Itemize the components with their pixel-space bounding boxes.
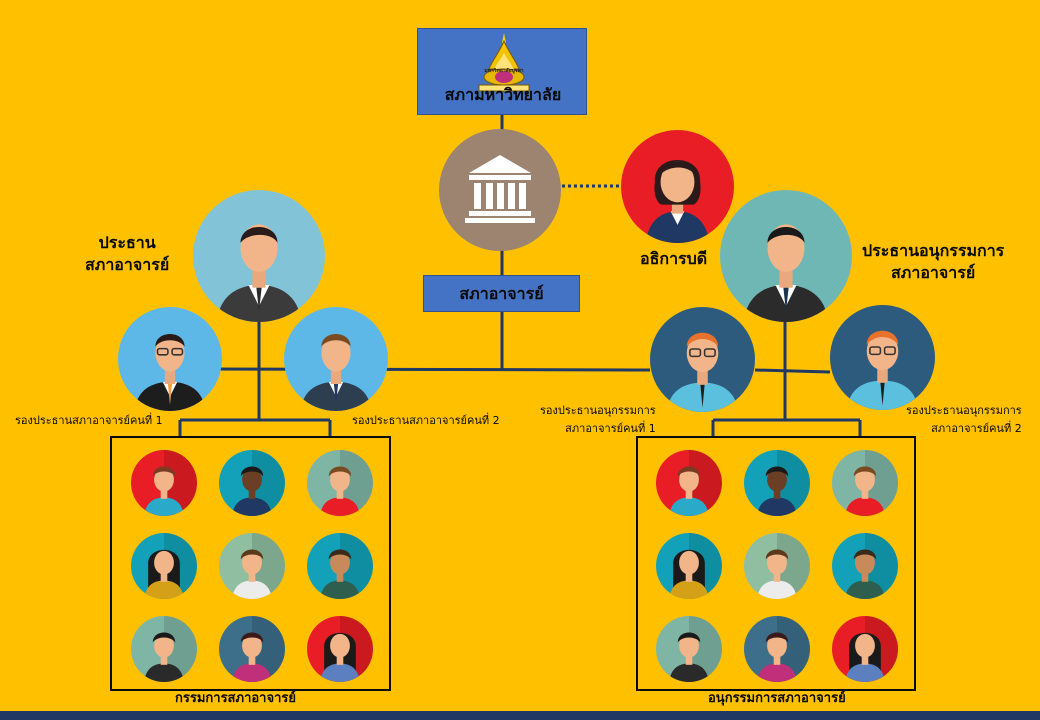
sub-vice-chair-1-label: รองประธานอนุกรรมการ สภาอาจารย์คนที่ 1 xyxy=(540,402,656,437)
committee-label: กรรมการสภาอาจารย์ xyxy=(175,691,296,706)
person-avatar-icon xyxy=(845,616,898,682)
committee-member-avatar xyxy=(219,450,285,516)
person-avatar-icon xyxy=(757,616,810,682)
university-box: มหาวิทยาลัยบูรพา สภามหาวิทยาลัย xyxy=(417,28,587,115)
subcommittee-member-avatar xyxy=(744,450,810,516)
committee-member-avatar xyxy=(307,533,373,599)
vice-chair-1-avatar xyxy=(118,307,222,411)
sub-vice-chair-2-line2: สภาอาจารย์คนที่ 2 xyxy=(931,421,1022,435)
sub-vice-chair-1-line2: สภาอาจารย์คนที่ 1 xyxy=(565,421,656,435)
council-title: สภาอาจารย์ xyxy=(459,284,544,303)
person-avatar-icon xyxy=(669,616,722,682)
subcommittee-chair-label-line1: ประธานอนุกรรมการ xyxy=(862,241,1005,260)
person-avatar-icon xyxy=(320,616,373,682)
chair-label-line1: ประธาน xyxy=(98,233,156,252)
council-box: สภาอาจารย์ xyxy=(423,275,580,312)
man-suit-avatar-icon xyxy=(216,224,302,322)
man-suit-avatar-icon xyxy=(300,334,372,411)
committee-member-avatar xyxy=(131,533,197,599)
council-circle xyxy=(439,129,561,251)
chair-label: ประธาน สภาอาจารย์ xyxy=(85,232,169,275)
subcommittee-group-box xyxy=(636,436,916,691)
committee-group-box xyxy=(110,436,391,691)
vice-chair-2-avatar xyxy=(284,307,388,411)
university-title: สภามหาวิทยาลัย xyxy=(444,85,562,104)
subcommittee-member-avatar xyxy=(832,533,898,599)
man-tie-avatar-icon xyxy=(666,332,739,412)
subcommittee-chair-avatar xyxy=(720,190,852,322)
president-label: อธิการบดี xyxy=(640,249,708,268)
woman-avatar-icon xyxy=(645,159,710,243)
vice-chair-1-label: รองประธานสภาอาจารย์คนที่ 1 xyxy=(15,414,163,427)
person-avatar-icon xyxy=(144,616,197,682)
person-avatar-icon xyxy=(669,450,722,516)
person-avatar-icon xyxy=(669,533,722,599)
subcommittee-member-avatar xyxy=(744,533,810,599)
subcommittee-member-avatar xyxy=(656,616,722,682)
person-avatar-icon xyxy=(757,533,810,599)
sub-vice-chair-2-label: รองประธานอนุกรรมการ สภาอาจารย์คนที่ 2 xyxy=(906,402,1022,437)
university-logo-icon xyxy=(478,33,530,92)
subcommittee-member-avatar xyxy=(656,450,722,516)
committee-member-avatar xyxy=(307,616,373,682)
vice-chair-2-label: รองประธานสภาอาจารย์คนที่ 2 xyxy=(352,414,500,427)
sub-vice-chair-2-line1: รองประธานอนุกรรมการ xyxy=(906,404,1022,417)
university-logo-text: มหาวิทยาลัยบูรพา xyxy=(484,68,524,74)
person-avatar-icon xyxy=(232,450,285,516)
subcommittee-chair-label: ประธานอนุกรรมการ สภาอาจารย์ xyxy=(862,240,1004,283)
committee-member-avatar xyxy=(131,450,197,516)
person-avatar-icon xyxy=(320,533,373,599)
person-avatar-icon xyxy=(320,450,373,516)
person-avatar-icon xyxy=(144,533,197,599)
committee-member-avatar xyxy=(307,450,373,516)
person-avatar-icon xyxy=(845,450,898,516)
man-tie-avatar-icon xyxy=(846,330,919,410)
person-avatar-icon xyxy=(232,616,285,682)
subcommittee-member-avatar xyxy=(832,450,898,516)
president-avatar xyxy=(621,130,734,243)
man-suit-avatar-icon xyxy=(134,334,206,411)
person-avatar-icon xyxy=(144,450,197,516)
bottom-bar xyxy=(0,711,1040,720)
chair-label-line2: สภาอาจารย์ xyxy=(85,254,170,274)
sub-vice-chair-1-avatar xyxy=(650,307,755,412)
committee-member-avatar xyxy=(219,616,285,682)
subcommittee-chair-label-line2: สภาอาจารย์ xyxy=(891,262,976,282)
committee-member-avatar xyxy=(131,616,197,682)
subcommittee-member-avatar xyxy=(832,616,898,682)
man-suit-avatar-icon xyxy=(743,224,829,322)
institution-icon xyxy=(465,155,535,223)
committee-member-avatar xyxy=(219,533,285,599)
subcommittee-label: อนุกรรมการสภาอาจารย์ xyxy=(708,691,846,706)
person-avatar-icon xyxy=(232,533,285,599)
sub-vice-chair-1-line1: รองประธานอนุกรรมการ xyxy=(540,404,656,417)
person-avatar-icon xyxy=(757,450,810,516)
subcommittee-member-avatar xyxy=(656,533,722,599)
sub-vice-chair-2-avatar xyxy=(830,305,935,410)
subcommittee-member-avatar xyxy=(744,616,810,682)
person-avatar-icon xyxy=(845,533,898,599)
chair-avatar xyxy=(193,190,325,322)
